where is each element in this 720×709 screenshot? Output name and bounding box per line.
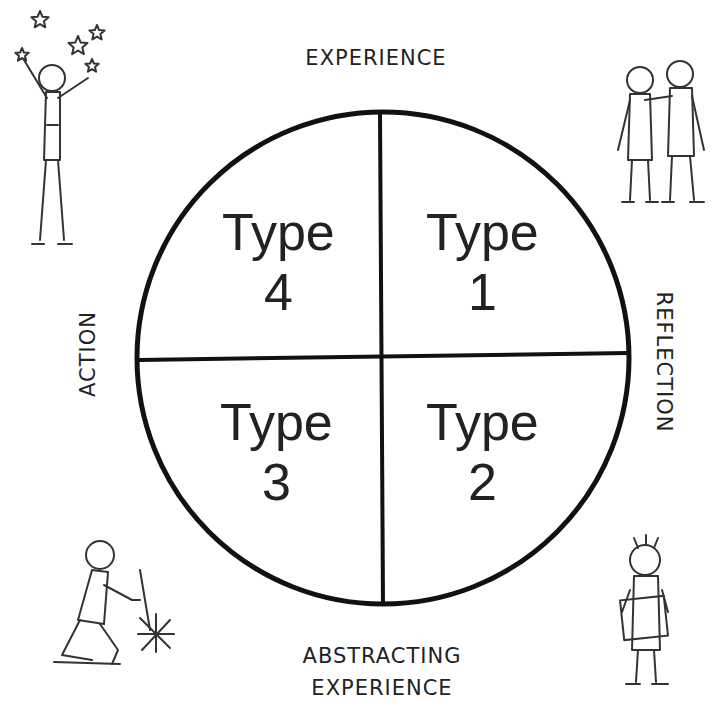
quadrant-box: Type 3 (220, 392, 333, 512)
star-symbol (69, 36, 88, 54)
two-friends (618, 61, 704, 202)
star-symbol (15, 48, 28, 61)
quadrant-label: Type 1 (426, 202, 539, 322)
star-symbol (85, 59, 98, 72)
quadrant-box: Type 2 (426, 392, 539, 512)
child-with-box (620, 535, 668, 684)
quadrant-label: Type 4 (222, 202, 335, 322)
kneeling-child (54, 541, 174, 664)
quadrant-label: Type 2 (426, 392, 539, 512)
figures (15, 11, 704, 684)
reaching-child (24, 60, 88, 244)
quadrant-label: Type 3 (220, 392, 333, 512)
cycle-circle (137, 112, 629, 604)
axis-label: EXPERIENCE (305, 42, 446, 74)
axis-label: ACTION (72, 311, 104, 397)
quadrant-box: Type 4 (222, 202, 335, 322)
stars (15, 11, 104, 72)
axis-label: REFLECTION (648, 292, 680, 433)
quadrant-box: Type 1 (426, 202, 539, 322)
horizontal-axis (139, 353, 628, 360)
star-symbol (89, 25, 104, 40)
star-symbol (31, 11, 48, 27)
axis-label: ABSTRACTING EXPERIENCE (303, 640, 462, 704)
